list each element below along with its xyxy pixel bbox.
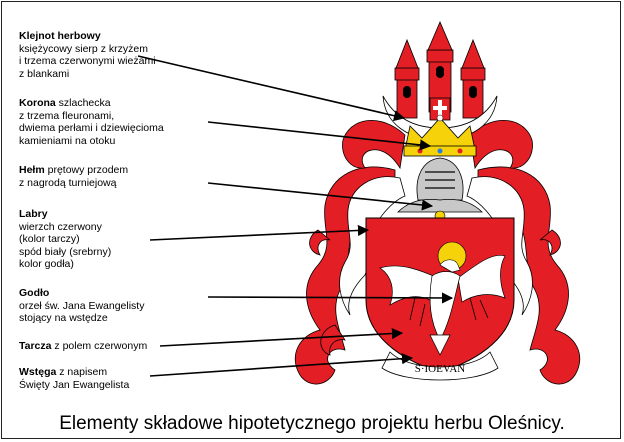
annotation-helmet-title: Hełm (19, 164, 45, 176)
annotation-crest-title: Klejnot herbowy (19, 30, 101, 42)
annotation-crown: Korona szlachecka z trzema fleuronami, d… (19, 97, 164, 147)
annotation-crown-title: Korona (19, 97, 56, 109)
arrow-charge (207, 292, 454, 304)
annotation-ribbon: Wstęga z napisem Święty Jan Ewangelista (19, 366, 130, 391)
arrow-mantling (149, 224, 370, 241)
annotation-charge-title: Godło (19, 287, 50, 299)
motto-ribbon: S·IOEVAN (381, 351, 499, 381)
eagle-charge (379, 241, 506, 356)
annotation-shield-title: Tarcza (19, 340, 52, 352)
arrow-shield (159, 327, 404, 347)
arrow-crest (137, 55, 406, 122)
annotation-helmet: Hełm prętowy przodem z nagrodą turniejow… (19, 164, 129, 189)
annotation-ribbon-title: Wstęga (19, 366, 57, 378)
figure-caption: Elementy składowe hipotetycznego projekt… (59, 413, 565, 434)
ribbon-text: S·IOEVAN (415, 363, 466, 375)
crown (403, 114, 477, 157)
arrow-helmet (207, 182, 434, 211)
arrow-crown (207, 121, 432, 151)
annotation-charge: Godło orzeł św. Jana Ewangelisty stojący… (19, 287, 145, 325)
annotation-crest: Klejnot herbowy księżycowy sierp z krzyż… (19, 30, 156, 80)
annotation-shield: Tarcza z polem czerwonym (19, 340, 148, 352)
annotation-mantling-title: Labry (19, 208, 48, 220)
crest-towers (382, 20, 498, 141)
annotation-mantling: Labry wierzch czerwony (kolor tarczy) sp… (19, 208, 112, 271)
arrow-ribbon (149, 353, 414, 377)
helmet (397, 157, 483, 222)
pointer-arrows (137, 55, 454, 377)
mantling-right (466, 120, 581, 385)
mantling-left (294, 120, 406, 385)
